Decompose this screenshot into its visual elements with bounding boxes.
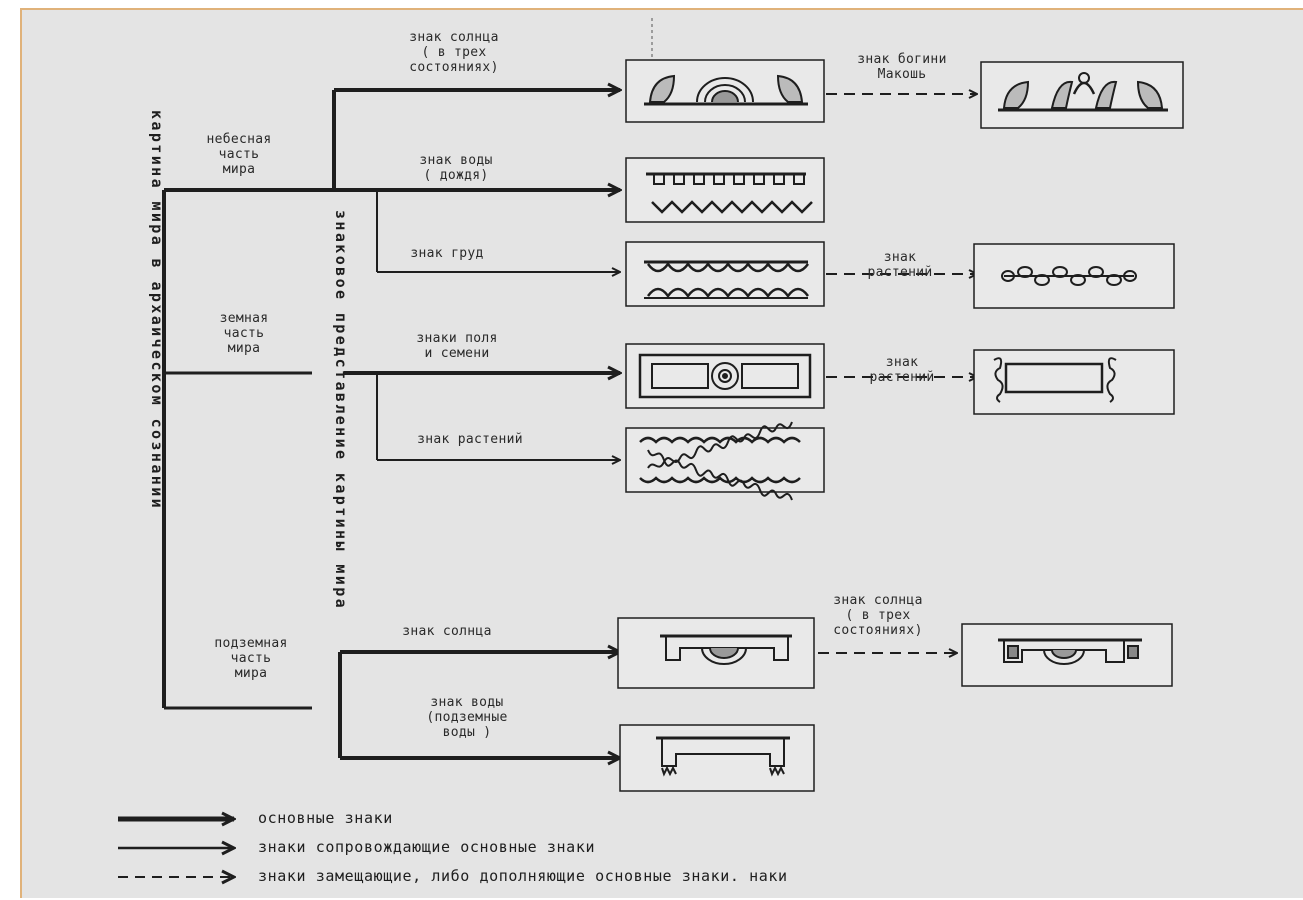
mounds-glyph [644,260,810,299]
vertical-label-main: картина мира в архаическом сознании [148,110,166,511]
goddess-glyph [998,72,1168,112]
main-spine [162,188,334,710]
sun-glyph [644,74,808,106]
earth-branch [344,373,977,460]
legend-text-thick: основные знаки [258,809,393,827]
field-glyph [638,353,812,399]
box-water-under [619,724,815,792]
plants-c-glyph [993,357,1117,403]
label-water-under: знак воды (подземные воды ) [426,695,508,740]
plants-glyph [639,421,801,501]
diagram-sheet: картина мира в архаическом сознании знак… [20,8,1303,898]
label-plants-b: знак растений [867,250,933,280]
label-field: знаки поля и семени [416,331,498,361]
box-water-rain [625,157,825,223]
label-sun3-b: знак солнца ( в трех состояниях) [833,593,923,638]
part-heaven-label: небесная часть мира [206,132,272,177]
legend-text-thin: знаки сопровождающие основные знаки [258,838,596,856]
plants-b-glyph [1001,266,1137,286]
box-plants-c [973,349,1175,415]
label-plants-a: знак растений [417,432,523,447]
label-goddess: знак богини Макошь [857,52,947,82]
label-sun3: знак солнца ( в трех состояниях) [409,30,499,75]
under-branch [338,652,957,758]
part-earth-label: земная часть мира [219,311,269,356]
sun3-b-glyph [998,638,1142,665]
legend-lines [118,819,234,877]
diagram-canvas [118,18,1184,900]
water-under-glyph [656,736,790,777]
sun-under-glyph [660,634,792,665]
heaven-branch [332,90,977,274]
vertical-label-second: знаковое представление картины мира [332,210,350,611]
part-under-label: подземная часть мира [214,636,288,681]
box-mounds [625,241,825,307]
legend-text-dashed: знаки замещающие, либо дополняющие основ… [258,867,788,885]
label-sun-under: знак солнца [402,624,492,639]
label-water-rain: знак воды ( дождя) [419,153,493,183]
label-plants-c: знак растений [869,355,935,385]
label-mounds: знак груд [410,246,484,261]
water-rain-glyph [646,172,813,214]
